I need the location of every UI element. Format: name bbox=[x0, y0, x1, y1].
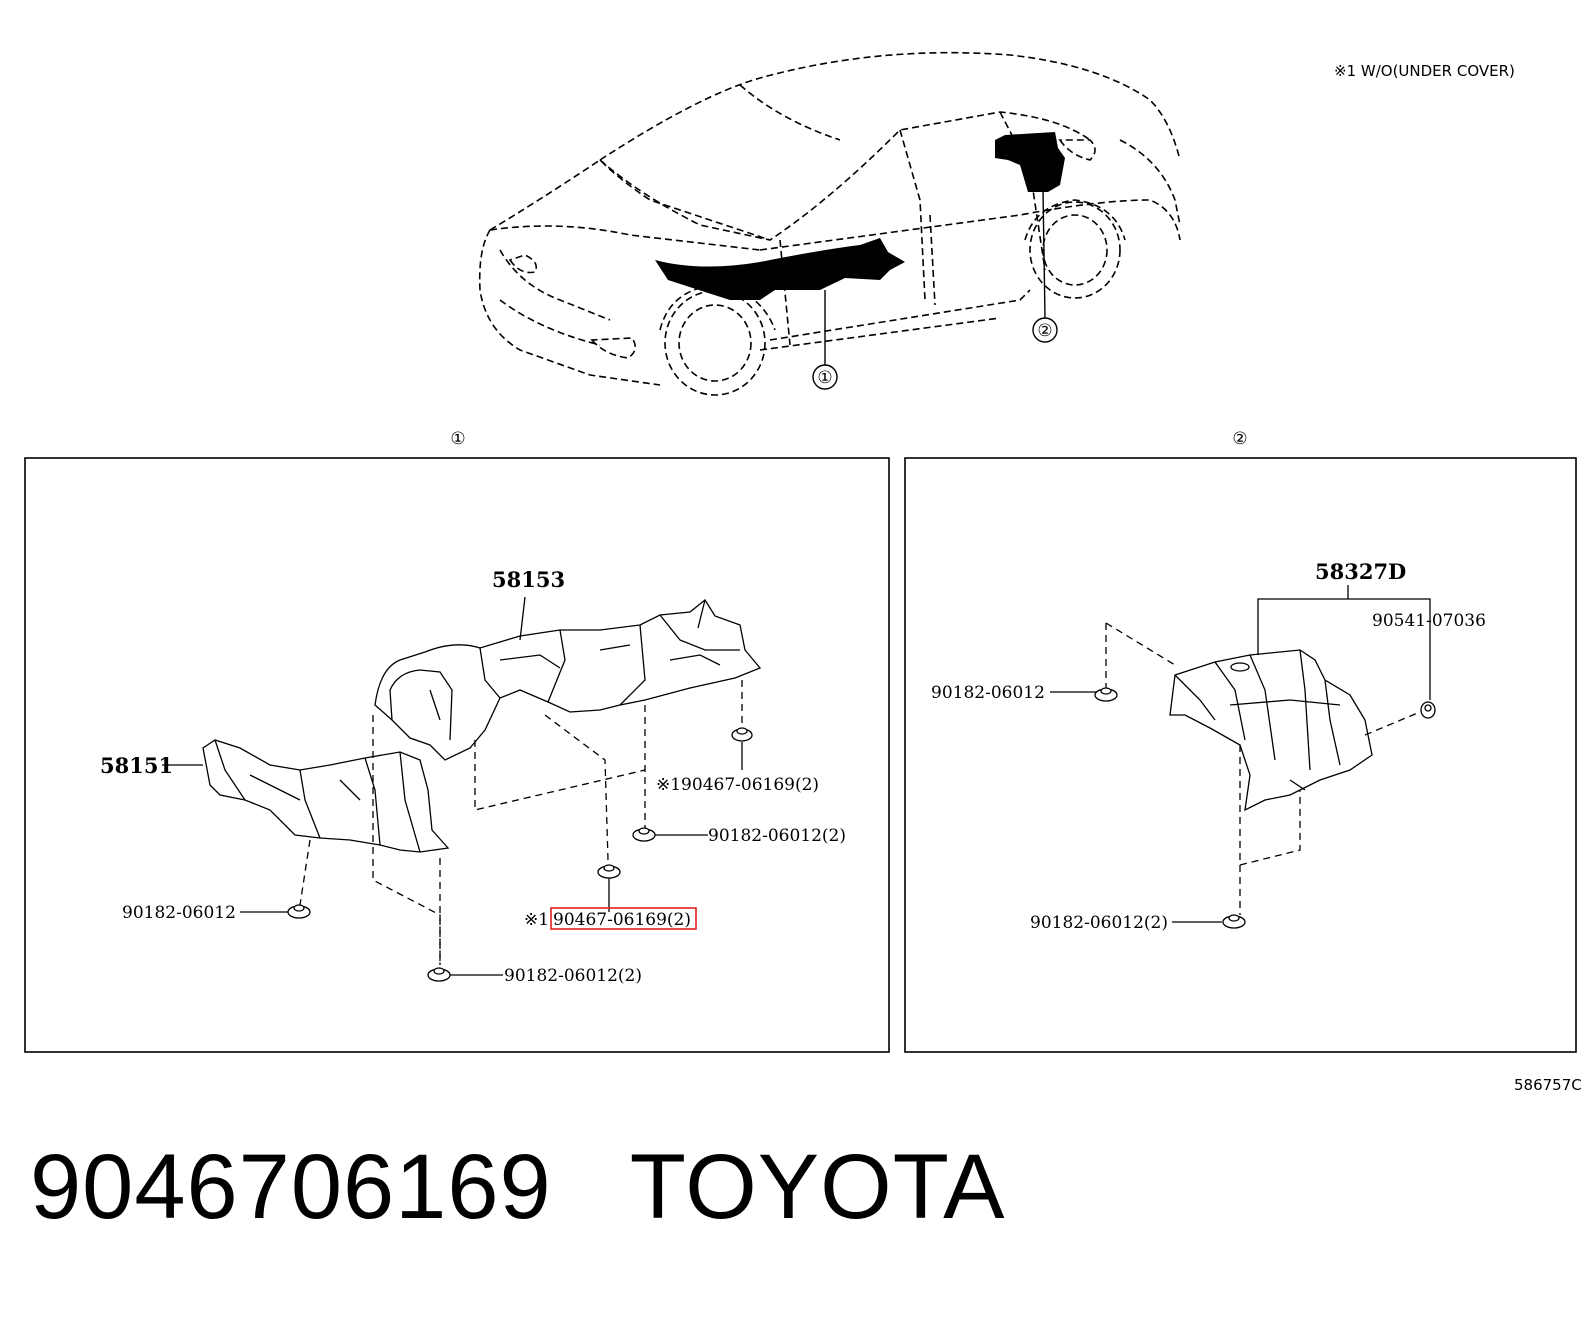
panel-2-guide-lines bbox=[1105, 622, 1421, 915]
part-58153-shape bbox=[374, 599, 762, 761]
car-callout-2: ② bbox=[1032, 189, 1058, 343]
label-nut-bottom: 90182-06012(2) bbox=[504, 966, 642, 986]
label-nut-mid-right: 90182-06012(2) bbox=[708, 826, 846, 846]
label-nut-bottom: 90182-06012(2) bbox=[1030, 913, 1168, 933]
label-58153: 58153 bbox=[492, 567, 565, 592]
nut-icon bbox=[1222, 914, 1246, 929]
note-without-under-cover: ※1 W/O(UNDER COVER) bbox=[1334, 62, 1515, 80]
label-58327D: 58327D bbox=[1315, 559, 1406, 584]
nut-icon bbox=[632, 827, 656, 842]
car-callout-1-label: ① bbox=[817, 368, 832, 388]
panel-1-leaders bbox=[240, 742, 743, 976]
nut-icon bbox=[1094, 687, 1118, 702]
label-clip-prefix: ※1 bbox=[524, 910, 549, 930]
nut-icon bbox=[287, 904, 311, 919]
footer-caption: 9046706169 TOYOTA bbox=[30, 1135, 1005, 1240]
clip-icon bbox=[597, 864, 621, 879]
label-nut-left: 90182-06012 bbox=[931, 683, 1045, 703]
reference-code: 586757C bbox=[1514, 1076, 1582, 1094]
label-90541: 90541-07036 bbox=[1372, 611, 1486, 631]
panel-2: ② 58327D 90541-07036 90182-06012 90182-0… bbox=[904, 429, 1577, 1053]
label-nut-left: 90182-06012 bbox=[122, 903, 236, 923]
car-highlight-parts bbox=[655, 132, 1065, 300]
label-58151: 58151 bbox=[100, 753, 173, 778]
footer-part-number: 9046706169 bbox=[30, 1136, 552, 1238]
grommet-icon bbox=[1420, 701, 1436, 719]
part-58327D-shape bbox=[1169, 649, 1373, 812]
car-callout-2-label: ② bbox=[1037, 321, 1052, 341]
part-58151-shape bbox=[202, 739, 450, 853]
car-callout-1: ① bbox=[812, 290, 838, 390]
highlight-box bbox=[550, 907, 697, 930]
panel-2-title: ② bbox=[1232, 429, 1247, 449]
panel-1-guide-lines bbox=[299, 680, 743, 965]
label-clip-highlight: 90467-06169(2) bbox=[553, 910, 691, 930]
panel-1: ① 58153 58151 bbox=[24, 429, 890, 1053]
clip-icon bbox=[731, 727, 753, 742]
label-clip-top-right: ※190467-06169(2) bbox=[656, 775, 819, 795]
footer-brand: TOYOTA bbox=[629, 1136, 1006, 1238]
panel-1-title: ① bbox=[450, 429, 465, 449]
nut-icon bbox=[427, 967, 451, 982]
panel-2-leaders bbox=[1050, 585, 1431, 923]
car-illustration bbox=[478, 51, 1181, 396]
